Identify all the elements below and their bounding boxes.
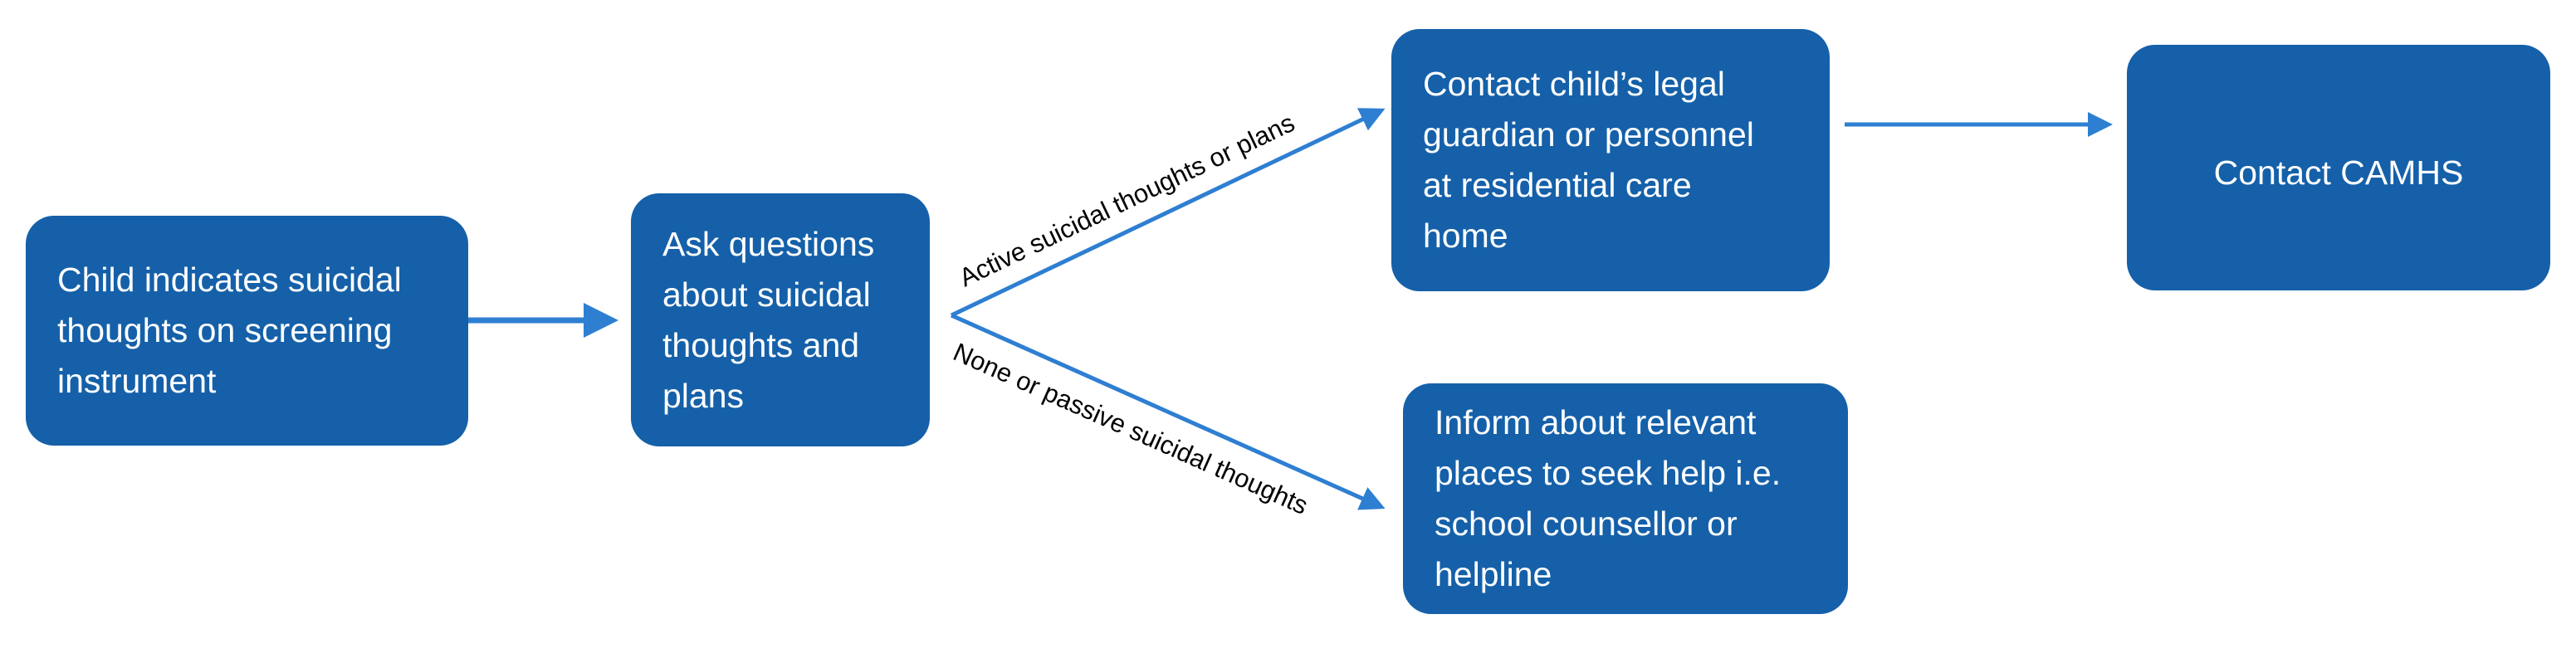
edge-label-passive: None or passive suicidal thoughts (949, 337, 1312, 520)
node-ask-questions: Ask questions about suicidal thoughts an… (631, 193, 930, 446)
node-text-line: plans (662, 376, 745, 415)
node-text-line: school counsellor or (1435, 505, 1738, 543)
node-text-line: Child indicates suicidal (57, 261, 402, 299)
node-text-line: home (1423, 217, 1508, 255)
node-child-indicates-suicidal-thoughts: Child indicates suicidal thoughts on scr… (26, 216, 468, 446)
node-text-line: Inform about relevant (1435, 403, 1757, 441)
node-text-line: guardian or personnel (1423, 115, 1754, 154)
node-text-line: Ask questions (662, 224, 875, 263)
edge-label-active: Active suicidal thoughts or plans (955, 108, 1299, 292)
node-text-line: Contact CAMHS (2213, 154, 2464, 192)
node-inform-about-help: Inform about relevant places to seek hel… (1403, 383, 1848, 614)
arrow-ask-to-inform (950, 313, 1386, 510)
node-text-line: about suicidal (662, 275, 871, 314)
node-contact-camhs: Contact CAMHS (2127, 45, 2550, 290)
arrow-ask-to-guardian (950, 108, 1386, 318)
node-text-line: thoughts on screening (57, 311, 393, 349)
node-text-line: thoughts and (662, 325, 860, 364)
node-contact-guardian: Contact child’s legal guardian or person… (1391, 29, 1830, 291)
node-text-line: helpline (1435, 555, 1552, 593)
node-text-line: places to seek help i.e. (1435, 454, 1782, 492)
node-text-line: Contact child’s legal (1423, 65, 1725, 103)
node-text-line: instrument (57, 362, 217, 400)
node-text-line: at residential care (1423, 166, 1692, 204)
